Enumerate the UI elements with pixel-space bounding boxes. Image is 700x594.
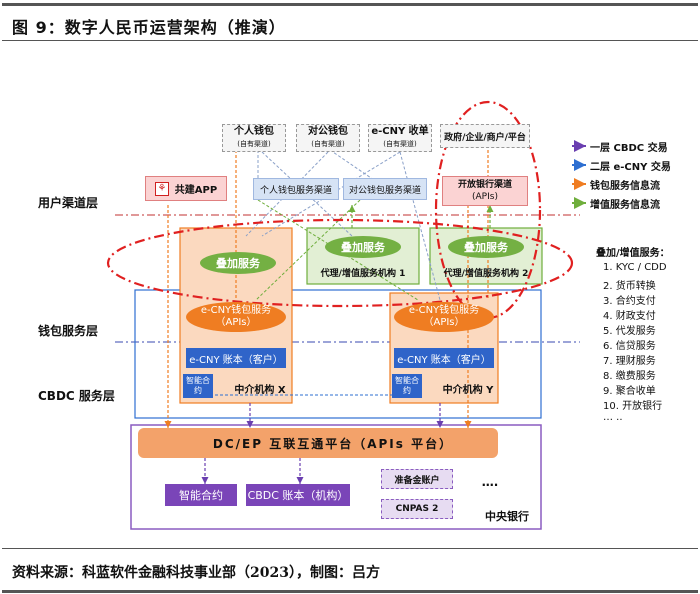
overlay-services-ellipse [106, 218, 574, 308]
service-item: 1. KYC / CDD [603, 262, 667, 273]
layer-label-wallet-service: 钱包服务层 [38, 324, 99, 338]
agent-2-label: 代理/增值服务机构 2 [443, 268, 529, 279]
service-item: … .. [603, 412, 623, 423]
top-wallet-corporate: 对公钱包 (自有渠道) [296, 124, 360, 152]
top-wallet-personal: 个人钱包 (自有渠道) [222, 124, 286, 152]
services-title: 叠加/增值服务： [596, 248, 670, 259]
overlay-service-agent2: 叠加服务 [448, 236, 524, 258]
service-item: 8. 缴费服务 [603, 371, 656, 382]
smart-contract-x: 智能合约 [183, 374, 213, 398]
institution-x-label: 中介机构 X [234, 384, 286, 396]
top-wallet-gov: 政府/企业/商户/平台 [440, 124, 530, 148]
legend-cbdc-tx: 一层 CBDC 交易 [590, 139, 668, 154]
figure-footer: 资料来源：科蓝软件金融科技事业部（2023），制图：吕方 [0, 548, 700, 594]
joint-app-icon: ⚘ [154, 181, 169, 196]
agent-1-label: 代理/增值服务机构 1 [320, 268, 406, 279]
top-wallet-corporate-label: 对公钱包 [308, 126, 348, 137]
channel-joint-app-label: 共建APP [174, 185, 218, 196]
wallet-service-x: e-CNY钱包服务（APIs） [186, 302, 286, 332]
wallet-service-x-label: e-CNY钱包服务（APIs） [200, 305, 272, 328]
ecny-account-x: e-CNY 账本（客户） [186, 348, 286, 368]
channel-joint-app: ⚘ 共建APP [145, 176, 227, 201]
legend-ecny-tx: 二层 e-CNY 交易 [590, 158, 671, 173]
cbdc-layer-frame [134, 289, 542, 419]
channel-open-bank-sub: (APIs) [472, 192, 498, 202]
figure-title: 图 9：数字人民币运营架构（推演） [12, 18, 286, 37]
dcep-platform: DC/EP 互联互通平台（APIs 平台） [138, 428, 498, 458]
overlay-service-agent2-label: 叠加服务 [464, 241, 508, 254]
service-item: 9. 聚合收单 [603, 386, 656, 397]
overlay-service-agent1-label: 叠加服务 [341, 241, 385, 254]
service-item: 7. 理财服务 [603, 356, 656, 367]
header-rule-bottom [2, 40, 698, 41]
channel-open-bank: 开放银行渠道 (APIs) [442, 176, 528, 206]
header-rule-top [2, 3, 698, 6]
figure-header: 图 9：数字人民币运营架构（推演） [0, 0, 700, 44]
top-wallet-personal-sub: (自有渠道) [237, 140, 271, 148]
legend-cbdc-tx-label: 一层 CBDC 交易 [590, 143, 668, 154]
flow-diag-4 [399, 151, 441, 301]
legend-wallet-flow: 钱包服务信息流 [590, 177, 660, 192]
top-wallet-acquiring-sub: (自有渠道) [383, 140, 417, 148]
layer-label-user-channel: 用户渠道层 [38, 196, 99, 210]
top-wallet-corporate-sub: (自有渠道) [311, 140, 345, 148]
overlay-service-x-label: 叠加服务 [216, 257, 260, 270]
service-item: 4. 财政支付 [603, 311, 656, 322]
footer-rule-top [2, 548, 698, 549]
layer-label-cbdc-service: CBDC 服务层 [38, 389, 115, 403]
legend-wallet-flow-label: 钱包服务信息流 [590, 181, 660, 192]
central-bank-frame [130, 424, 542, 530]
ecny-account-y: e-CNY 账本（客户） [394, 348, 494, 368]
footer-rule-bottom [2, 590, 698, 593]
wallet-service-y-label: e-CNY钱包服务（APIs） [408, 305, 480, 328]
legend-value-flow: 增值服务信息流 [590, 196, 660, 211]
overlay-service-agent1: 叠加服务 [325, 236, 401, 258]
top-wallet-acquiring: e-CNY 收单 (自有渠道) [368, 124, 432, 152]
wallet-service-y: e-CNY钱包服务（APIs） [394, 302, 494, 332]
service-item: 10. 开放银行 [603, 401, 663, 412]
figure-source: 资料来源：科蓝软件金融科技事业部（2023），制图：吕方 [12, 565, 380, 581]
flow-diag-6 [255, 199, 361, 301]
top-wallet-gov-label: 政府/企业/商户/平台 [444, 132, 526, 143]
institution-y-label: 中介机构 Y [442, 384, 494, 396]
cnaps-2: CNPAS 2 [381, 499, 453, 519]
central-bank-label: 中央银行 [485, 510, 529, 523]
reserve-account: 准备金账户 [381, 469, 453, 489]
top-wallet-acquiring-label: e-CNY 收单 [371, 126, 429, 137]
flow-diag-5 [257, 199, 419, 301]
top-wallet-personal-label: 个人钱包 [234, 126, 274, 137]
channel-personal: 个人钱包服务渠道 [253, 178, 339, 200]
service-item: 3. 合约支付 [603, 296, 656, 307]
channel-open-bank-label: 开放银行渠道 [457, 180, 512, 190]
service-item: 6. 信贷服务 [603, 341, 656, 352]
central-more-dots: …. [481, 475, 499, 489]
legend-ecny-tx-label: 二层 e-CNY 交易 [590, 162, 671, 173]
overlay-service-x: 叠加服务 [200, 252, 276, 274]
flow-top-corporate [329, 149, 375, 181]
service-item: 2. 货币转换 [603, 281, 656, 292]
cbdc-account: CBDC 账本（机构） [246, 484, 350, 506]
channel-corporate: 对公钱包服务渠道 [343, 178, 427, 200]
service-item: 5. 代发服务 [603, 326, 656, 337]
channel-corporate-label: 对公钱包服务渠道 [348, 185, 421, 196]
smart-contract-y: 智能合约 [392, 374, 422, 398]
legend-value-flow-label: 增值服务信息流 [590, 200, 660, 211]
central-smart-contract: 智能合约 [165, 484, 237, 506]
channel-personal-label: 个人钱包服务渠道 [259, 185, 332, 196]
